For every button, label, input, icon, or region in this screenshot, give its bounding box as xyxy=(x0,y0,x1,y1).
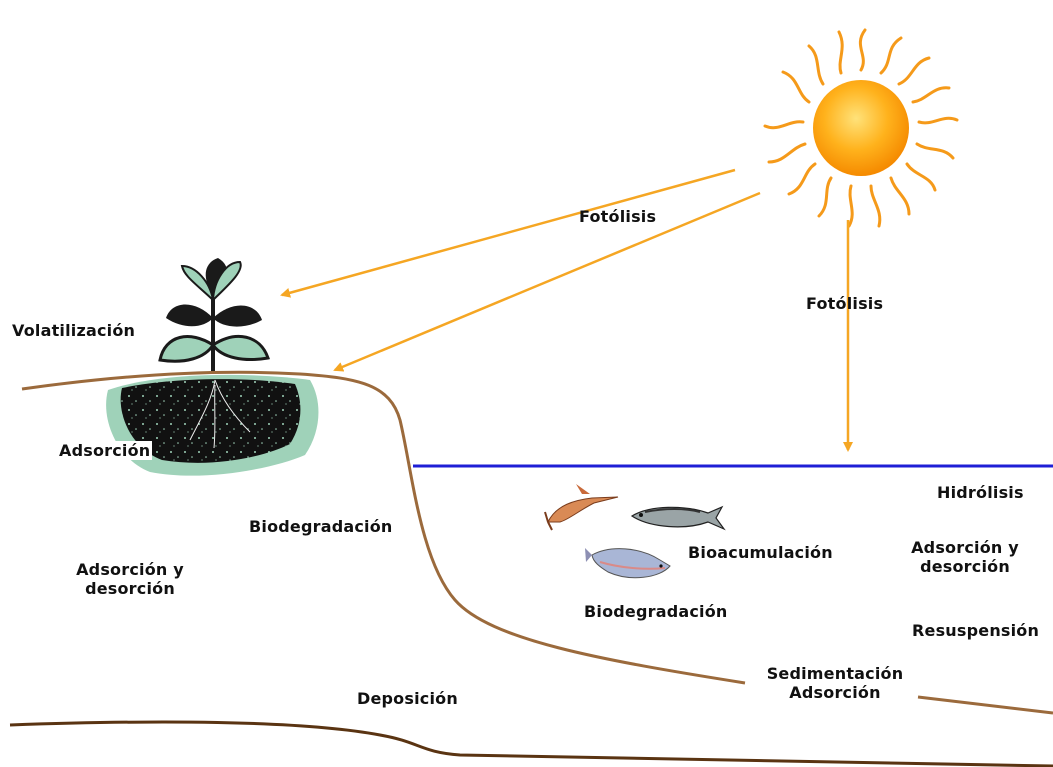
sediment-line xyxy=(918,697,1053,713)
arrow-to-soil xyxy=(335,193,760,370)
label-adsorcion-soil: Adsorción xyxy=(57,441,152,460)
mackerel-icon xyxy=(632,507,724,529)
label-adsorcion-desorcion-left-line2: desorción xyxy=(60,579,200,598)
label-sedimentacion-adsorcion: Sedimentación Adsorción xyxy=(745,664,925,702)
label-resuspension: Resuspensión xyxy=(912,621,1039,640)
label-adsorcion-desorcion-left-line1: Adsorción y xyxy=(60,560,200,579)
bottom-line xyxy=(10,722,1053,766)
label-adsorcion-desorcion-left: Adsorción y desorción xyxy=(60,560,200,598)
label-bioacumulacion: Bioacumulación xyxy=(688,543,833,562)
label-biodegradacion-slope: Biodegradación xyxy=(249,517,393,536)
label-adsorcion-sediment: Adsorción xyxy=(745,683,925,702)
salmon-icon xyxy=(585,548,670,578)
label-sedimentacion: Sedimentación xyxy=(745,664,925,683)
label-hidrolisis: Hidrólisis xyxy=(937,483,1024,502)
label-adsorcion-desorcion-right-line2: desorción xyxy=(895,557,1035,576)
label-fotolisis-left: Fotólisis xyxy=(579,207,656,226)
label-biodegradacion-water: Biodegradación xyxy=(584,602,728,621)
label-deposicion: Deposición xyxy=(357,689,458,708)
label-adsorcion-desorcion-right: Adsorción y desorción xyxy=(895,538,1035,576)
label-adsorcion-desorcion-right-line1: Adsorción y xyxy=(895,538,1035,557)
swordfish-icon xyxy=(545,484,618,530)
label-volatilizacion: Volatilización xyxy=(12,321,135,340)
fotolisis-arrows xyxy=(282,170,848,450)
label-fotolisis-right: Fotólisis xyxy=(806,294,883,313)
sun-icon xyxy=(765,30,957,226)
